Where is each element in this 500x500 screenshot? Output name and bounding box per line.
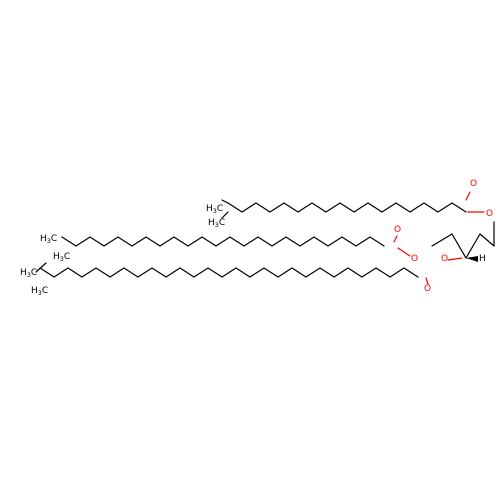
carbon-skeleton-bonds [35,199,495,278]
oxygen-bonds [393,191,485,285]
svg-text:H3C: H3C [206,204,223,215]
atom-o-ester-top: O [486,209,493,219]
ester-mid-link [397,247,411,257]
atom-o-ester-low: O [441,254,448,264]
stereo-wedge [466,256,478,262]
atom-h: H [479,254,486,264]
methyl-label-1: H3C [206,204,223,215]
svg-text:H3C: H3C [31,286,48,297]
chain-middle [61,236,385,247]
carbonyl-low-double [425,277,429,285]
svg-text:H3C: H3C [208,218,225,229]
chain-top-branch-a [221,199,229,204]
svg-text:H3C: H3C [20,268,37,279]
methyl-label-2: H3C [40,234,57,245]
chain-top-branch-b [221,211,229,219]
methyl-label-3: H3C [53,252,70,263]
svg-text:H3C: H3C [53,252,70,263]
chain-lower-ethyl [35,262,47,273]
carbonyl-top-double [465,191,471,201]
methyl-label-5: H3C [31,286,48,297]
atom-o-carbonyl-mid: O [394,225,401,235]
svg-text:H3C: H3C [40,234,57,245]
stereo-hash-wedge [466,256,478,262]
methyl-label-4: H3C [20,268,37,279]
methyl-label-6: H3C [208,218,225,229]
atom-o-ester-mid: O [411,254,418,264]
atom-o-carbonyl-low: O [424,284,431,294]
atom-o-carbonyl-top: O [470,179,477,189]
carbonyl-mid-double [393,235,398,243]
ester-low-link [447,257,463,261]
chain-top [227,202,467,213]
chain-lower [39,267,419,278]
